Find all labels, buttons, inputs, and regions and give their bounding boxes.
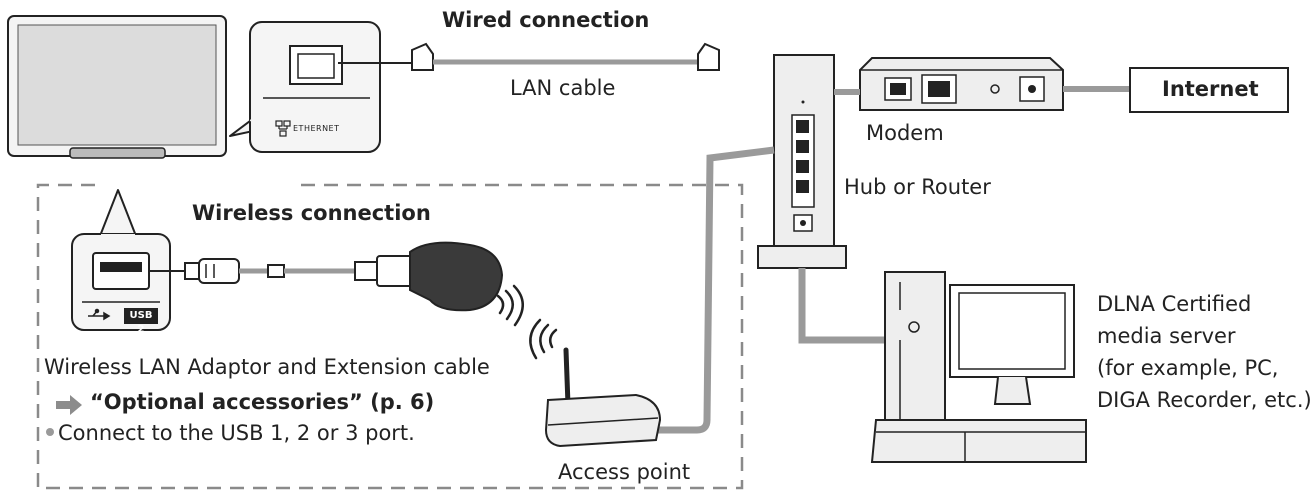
usb-extension-cable [149, 255, 414, 287]
internet-label: Internet [1162, 77, 1259, 101]
usb-icon [88, 308, 111, 321]
wireless-connection-label: Wireless connection [192, 201, 431, 225]
dlna-line-1: DLNA Certified [1097, 292, 1252, 316]
router-access-point-cable [658, 146, 775, 434]
tv [7, 15, 227, 159]
access-point-label: Access point [558, 460, 691, 484]
pc [870, 271, 1087, 463]
dlna-line-3: (for example, PC, [1097, 356, 1279, 380]
lan-cable-label: LAN cable [510, 76, 616, 100]
usb-note: Connect to the USB 1, 2 or 3 port. [58, 421, 415, 445]
ethernet-port-label: ETHERNET [293, 124, 340, 133]
lan-plug-right [697, 42, 720, 71]
wifi-waves-icon [496, 284, 558, 360]
ethernet-icon [275, 120, 291, 137]
usb-port-label: USB 2 [129, 310, 153, 335]
usb-port-badge [124, 308, 158, 324]
dlna-server-label: DLNA Certified media server (for example… [1097, 288, 1312, 416]
bullet-icon [46, 428, 54, 436]
arrow-right-icon [56, 395, 82, 415]
optional-accessories-link[interactable]: “Optional accessories” (p. 6) [90, 390, 435, 414]
modem-label: Modem [866, 121, 944, 145]
access-point [544, 347, 662, 448]
adaptor-caption: Wireless LAN Adaptor and Extension cable [44, 355, 490, 379]
wireless-area-boundary [36, 183, 744, 490]
dlna-line-4: DIGA Recorder, etc.) [1097, 388, 1312, 412]
dlna-line-2: media server [1097, 324, 1236, 348]
wireless-lan-adaptor [409, 241, 504, 312]
internet-box [1129, 67, 1289, 113]
lan-plug-left [411, 42, 434, 71]
hub-router [757, 54, 847, 269]
usb-callout [71, 189, 171, 331]
router-pc-cable [798, 268, 885, 344]
wired-connection-label: Wired connection [442, 8, 650, 32]
modem [859, 57, 1064, 111]
hub-or-router-label: Hub or Router [844, 175, 991, 199]
ethernet-callout [229, 21, 381, 153]
